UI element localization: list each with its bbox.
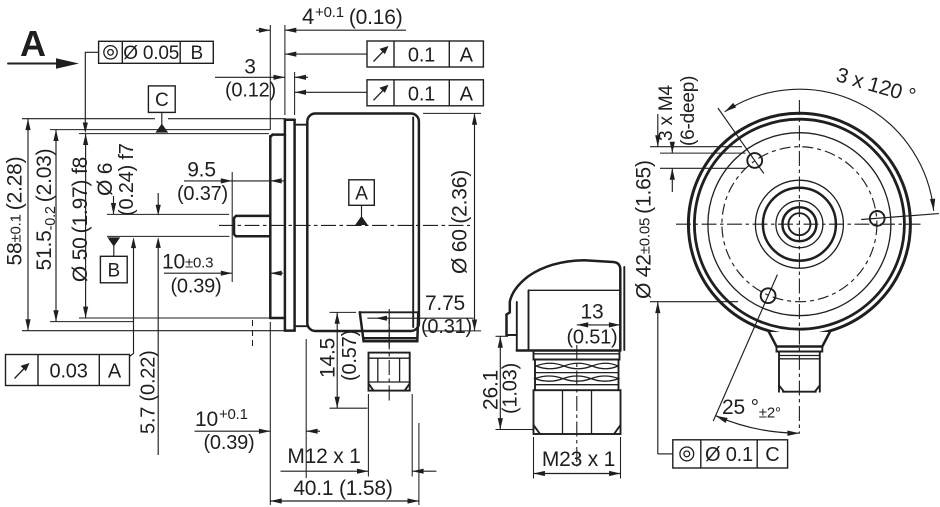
dim-10-body-label: 10+0.1 bbox=[195, 406, 248, 431]
connector-view: 13 (0.51) 26.1 (1.03) M23 x 1 bbox=[480, 259, 626, 479]
dim-51-5-label: 51.5-0.2(2.03) bbox=[33, 149, 59, 271]
datum-b: B bbox=[99, 237, 128, 284]
mounting-hole-1 bbox=[746, 152, 764, 169]
dim-13-inch-label: (0.51) bbox=[566, 327, 617, 349]
dim-26-1-inch-label: (1.03) bbox=[500, 363, 522, 414]
fcf-concentricity-front: Ø 0.1 C bbox=[657, 439, 789, 469]
side-view: A 58±0.1(2.28) bbox=[4, 4, 485, 505]
view-direction-label: A bbox=[20, 23, 46, 64]
dim-spacing-label: 3 x 120 ° bbox=[834, 63, 919, 108]
view-direction-arrow-icon bbox=[56, 58, 79, 69]
dim-4-label: 4+0.1(0.16) bbox=[302, 4, 403, 29]
fcf-datum: A bbox=[460, 45, 474, 67]
dim-3-inch-label: (0.12) bbox=[225, 80, 276, 102]
dim-3-label: 3 bbox=[244, 56, 255, 79]
dim-holes-depth-label: (6-deep) bbox=[678, 76, 699, 146]
fcf-leader-arrow bbox=[82, 122, 88, 134]
fcf-tolerance: Ø 0.05 bbox=[123, 43, 179, 64]
dim-50-label: Ø 50(1.97) f8 bbox=[69, 157, 92, 282]
dim-6-inch-label: (0.24) f7 bbox=[116, 143, 138, 216]
fcf-datum: A bbox=[108, 361, 122, 383]
front-view: 3 x 120 ° 3 x M4 (6-deep) Ø 42±0.05(1.65… bbox=[633, 63, 939, 469]
fcf-tolerance: 0.03 bbox=[50, 361, 88, 383]
circular-runout-icon bbox=[373, 84, 389, 101]
hole-3-radial bbox=[712, 274, 778, 422]
fcf-concentricity-top: Ø 0.05 B bbox=[82, 40, 214, 134]
hole-2-radial bbox=[861, 213, 939, 221]
circular-runout-icon bbox=[14, 363, 30, 379]
dim-10-body-inch-label: (0.39) bbox=[203, 432, 254, 454]
fcf-tolerance: 0.1 bbox=[408, 45, 435, 67]
dim-holes-label: 3 x M4 bbox=[656, 85, 677, 141]
thread-m23-label: M23 x 1 bbox=[542, 448, 615, 471]
datum-a: A bbox=[348, 179, 375, 225]
fcf-leader bbox=[129, 247, 135, 357]
dim-26-1-label: 26.1 bbox=[480, 370, 503, 410]
dim-60-label: Ø 60 (2.36) bbox=[449, 170, 472, 274]
concentricity-icon bbox=[103, 44, 118, 60]
fcf-datum: C bbox=[765, 444, 779, 466]
bolt-circle bbox=[721, 146, 878, 303]
dim-7-75-inch-label: (0.31) bbox=[421, 316, 472, 338]
dim-10-shaft-label: 10±0.3 bbox=[162, 251, 213, 274]
dim-14-5-label: 14.5 bbox=[317, 338, 340, 378]
fcf-tolerance: Ø 0.1 bbox=[705, 444, 753, 466]
dim-6-label: Ø 6 bbox=[94, 163, 117, 196]
dim-58-label: 58±0.1(2.28) bbox=[4, 157, 27, 266]
circular-runout-icon bbox=[373, 46, 389, 62]
arc-120-line bbox=[724, 88, 935, 211]
datum-c-triangle-icon bbox=[155, 123, 169, 133]
boss-outline bbox=[358, 311, 420, 343]
datum-c-label: C bbox=[155, 90, 169, 111]
datum-b-triangle-icon bbox=[107, 237, 121, 247]
fcf-datum: A bbox=[460, 83, 474, 105]
shaft-outline bbox=[232, 214, 272, 238]
cap-outline bbox=[505, 259, 622, 352]
dim-7-75-label: 7.75 bbox=[425, 292, 465, 315]
fcf-runout-mid: 0.1 A bbox=[294, 79, 485, 107]
datum-b-label: B bbox=[108, 261, 120, 282]
mounting-hole-3 bbox=[759, 287, 777, 305]
dim-5-7-label: 5.7 (0.22) bbox=[138, 350, 160, 434]
fcf-runout-top: 0.1 A bbox=[284, 40, 485, 68]
dim-bolt-circle-label: Ø 42±0.05(1.65) bbox=[633, 160, 656, 299]
dim-angle-label: 25 °±2° bbox=[722, 396, 781, 422]
servo-flange bbox=[269, 118, 309, 332]
m23-grip-knurl bbox=[533, 362, 621, 382]
dim-14-5-inch-label: (0.57) bbox=[339, 330, 361, 381]
dim-9-5-label: 9.5 bbox=[187, 159, 216, 182]
dim-9-5-inch-label: (0.37) bbox=[177, 183, 228, 205]
dim-13-label: 13 bbox=[581, 301, 604, 324]
dim-10-shaft-inch-label: (0.39) bbox=[170, 276, 221, 298]
datum-a-label: A bbox=[355, 184, 368, 205]
fcf-datum: B bbox=[190, 43, 202, 64]
fcf-leader bbox=[84, 51, 99, 123]
thread-m12-label: M12 x 1 bbox=[287, 445, 360, 468]
concentricity-icon bbox=[679, 446, 695, 462]
fcf-runout-shaft: 0.03 A bbox=[4, 237, 137, 387]
datum-c: C bbox=[147, 85, 176, 133]
hole-1-radial bbox=[717, 107, 765, 174]
dim-40-1-label: 40.1 (1.58) bbox=[293, 477, 392, 500]
datum-a-triangle-icon bbox=[355, 215, 368, 225]
fcf-tolerance: 0.1 bbox=[408, 83, 435, 105]
